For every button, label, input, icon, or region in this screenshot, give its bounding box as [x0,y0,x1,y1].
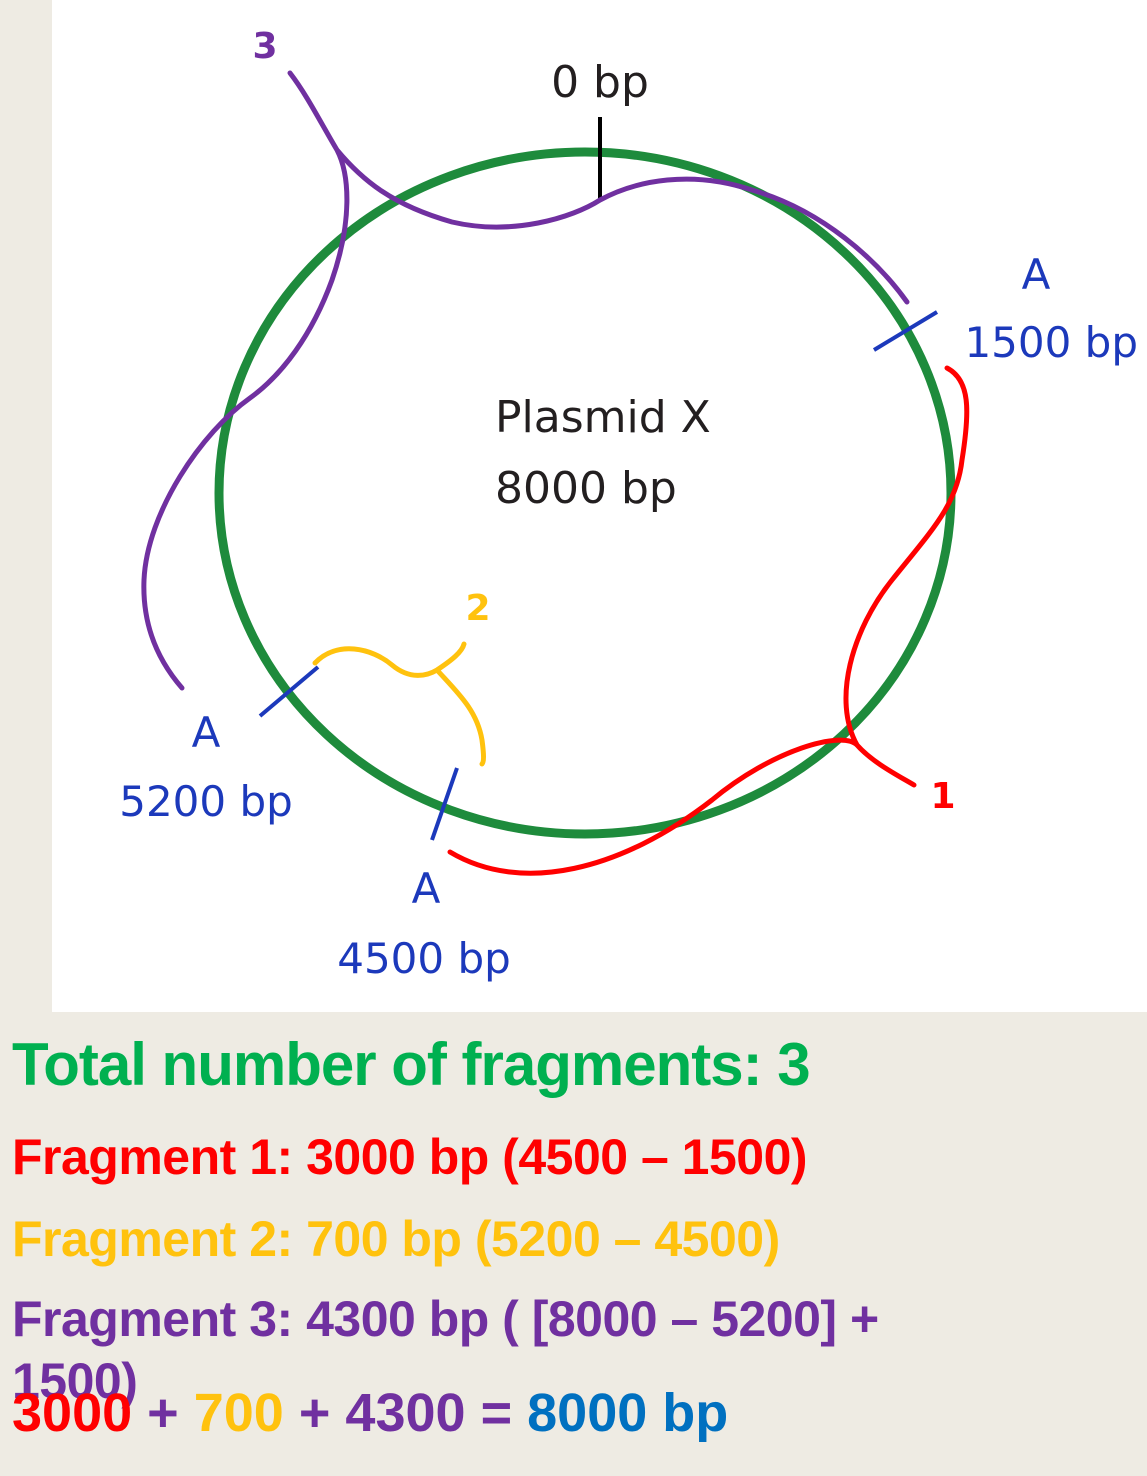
fragment-1-value: 3000 bp (4500 – 1500) [306,1129,808,1185]
fragment-1-number: 1 [930,776,955,817]
sum-plus-1: + [147,1383,179,1443]
sum-result: 8000 bp [527,1383,729,1443]
fragment-2-line: Fragment 2: 700 bp (5200 – 4500) [12,1210,780,1268]
sum-equation-line: 3000 + 700 + 4300 = 8000 bp [12,1382,728,1444]
sum-term-3: 4300 [345,1383,466,1443]
fragment-3-curve [141,70,910,691]
site-1500-enzyme-label: A [1022,250,1051,299]
fragment-2-number: 2 [465,588,490,629]
total-fragments-line: Total number of fragments: 3 [12,1031,811,1098]
site-5200-position-label: 5200 bp [119,777,293,826]
origin-label: 0 bp [551,57,649,108]
plasmid-map-panel: Plasmid X 8000 bp 0 bp A 1500 bp A 4500 … [52,0,1147,1012]
plasmid-name-label: Plasmid X [495,392,711,443]
site-4500-enzyme-label: A [412,864,441,913]
fragment-1-line: Fragment 1: 3000 bp (4500 – 1500) [12,1128,808,1186]
sum-term-1: 3000 [12,1383,133,1443]
fragment-3-number: 3 [252,26,277,67]
cut-site-1500-mark [872,310,939,352]
site-1500-position-label: 1500 bp [964,318,1138,367]
fragment-3-value: 4300 bp ( [8000 – 5200] + [306,1291,879,1347]
plasmid-map: Plasmid X 8000 bp 0 bp A 1500 bp A 4500 … [119,26,1138,983]
cut-site-5200-mark [258,665,320,718]
cut-site-4500-mark [430,767,459,841]
fragment-3-label: Fragment 3: [12,1291,293,1347]
fragment-1-curve [447,365,970,876]
fragment-3-value-wrap: 1500) [12,1353,138,1409]
site-5200-enzyme-label: A [192,708,221,757]
site-4500-position-label: 4500 bp [337,934,511,983]
fragment-2-label: Fragment 2: [12,1211,293,1267]
sum-plus-2: + [298,1383,331,1443]
sum-term-2: 700 [193,1383,284,1443]
sum-equals: = [480,1383,513,1443]
fragment-2-value: 700 bp (5200 – 4500) [306,1211,780,1267]
fragment-3-line: Fragment 3: 4300 bp ( [8000 – 5200] + [12,1290,879,1348]
fragment-1-label: Fragment 1: [12,1129,293,1185]
fragment-2-curve [312,641,486,767]
plasmid-size-label: 8000 bp [495,463,677,514]
